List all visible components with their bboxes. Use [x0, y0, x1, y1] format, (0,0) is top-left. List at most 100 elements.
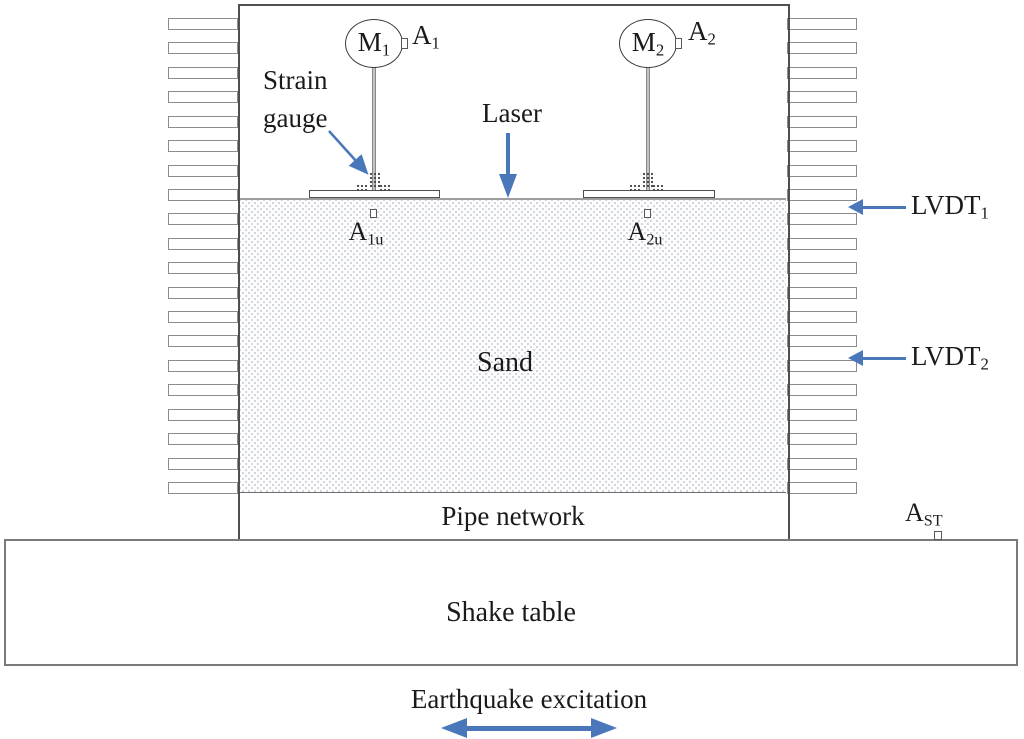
a1-label-sub: 1 — [431, 33, 440, 53]
laminar-box-slat — [168, 42, 238, 55]
laminar-box-slat — [787, 335, 857, 348]
m1-strain-gauge-marks — [379, 184, 392, 191]
laminar-box-slat — [787, 115, 857, 128]
lvdt2-label-sub: 2 — [980, 354, 989, 374]
lvdt2-label: LVDT2 — [911, 341, 989, 374]
m1-rod — [372, 66, 376, 190]
laminar-box-slat — [168, 286, 238, 299]
laser-arrow-icon — [499, 133, 517, 198]
a1-label-base: A — [412, 20, 432, 50]
laminar-box-slat — [787, 91, 857, 104]
ast-accelerometer — [934, 531, 942, 540]
m2-strain-gauge-marks — [642, 172, 653, 189]
a1-label: A1 — [412, 20, 440, 53]
m2-strain-gauge-marks — [652, 184, 665, 191]
lvdt2-arrow-icon — [848, 350, 906, 366]
laminar-box-slat — [168, 213, 238, 226]
m1-strain-gauge-marks — [369, 172, 380, 189]
laminar-box-slat — [168, 140, 238, 153]
laminar-box-slat — [168, 311, 238, 324]
a2u-label-base: A — [627, 217, 647, 246]
m1-base-plate — [309, 190, 440, 198]
sand-body — [240, 198, 786, 493]
laminar-box-slat — [787, 140, 857, 153]
shake-table — [4, 539, 1018, 666]
laminar-box-slat — [168, 262, 238, 275]
laminar-box-slat — [787, 262, 857, 275]
m1-label-base: M — [357, 26, 382, 57]
a1u-label: A1u — [338, 217, 394, 249]
lvdt1-arrow-head — [848, 199, 863, 215]
lvdt1-label: LVDT1 — [911, 190, 989, 223]
a2-label: A2 — [688, 16, 716, 49]
earthquake-excitation-label: Earthquake excitation — [410, 684, 648, 714]
laminar-box-slat — [168, 457, 238, 470]
strain-gauge-label-line2: gauge — [263, 102, 328, 133]
laminar-box-slat — [168, 66, 238, 79]
m2-mass: M2 — [619, 19, 677, 68]
m1-label-sub: 1 — [381, 40, 391, 60]
m1-strain-gauge-marks — [356, 184, 368, 191]
laminar-box-walls — [238, 4, 790, 542]
m1-mass: M1 — [345, 19, 403, 68]
a2-label-sub: 2 — [707, 29, 716, 49]
m1-label: M1 — [358, 27, 390, 61]
laminar-box-slat — [787, 481, 857, 494]
a2u-label-sub: 2u — [646, 231, 663, 249]
sand-label: Sand — [477, 347, 533, 378]
laminar-box-slat — [168, 335, 238, 348]
double-arrow-shaft — [463, 725, 595, 731]
laminar-box-slat — [168, 164, 238, 177]
laminar-box-slat — [787, 18, 857, 30]
shake-table-label: Shake table — [446, 597, 576, 628]
lvdt2-arrow-head — [848, 350, 863, 366]
laminar-box-slat — [168, 481, 238, 494]
laminar-box-slat — [787, 457, 857, 470]
m2-label-base: M — [631, 26, 656, 57]
laminar-slats-right — [787, 18, 857, 508]
laminar-box-slat — [168, 18, 238, 30]
laminar-box-slat — [787, 359, 857, 372]
a2u-accelerometer — [644, 209, 651, 218]
laser-arrow-head — [499, 174, 517, 198]
a1-accelerometer — [401, 38, 408, 49]
lvdt1-label-base: LVDT — [911, 190, 981, 220]
laminar-box-slat — [168, 91, 238, 104]
laminar-box-slat — [787, 286, 857, 299]
lvdt1-label-sub: 1 — [980, 203, 989, 223]
laminar-box-slat — [168, 115, 238, 128]
laminar-box-slat — [787, 213, 857, 226]
laminar-box-slat — [787, 188, 857, 201]
laminar-box-slat — [168, 433, 238, 446]
double-arrow-right-head — [591, 718, 617, 738]
strain-gauge-label-line1: Strain — [263, 65, 328, 95]
laminar-box-slat — [787, 311, 857, 324]
laser-arrow-shaft — [506, 133, 510, 174]
lvdt1-arrow-icon — [848, 199, 906, 215]
m2-label-sub: 2 — [655, 40, 665, 60]
a1u-label-sub: 1u — [367, 231, 384, 249]
laminar-box-slat — [787, 66, 857, 79]
a2-accelerometer — [675, 38, 682, 49]
laminar-box-slat — [787, 42, 857, 55]
strain-gauge-label: Strain gauge — [263, 65, 328, 133]
a1u-accelerometer — [370, 209, 377, 218]
m2-label: M2 — [632, 27, 664, 61]
laminar-box-slat — [787, 408, 857, 421]
laminar-box-slat — [787, 384, 857, 397]
laminar-box-slat — [168, 408, 238, 421]
a2u-label: A2u — [617, 217, 673, 249]
earthquake-double-arrow-icon — [441, 718, 617, 738]
laminar-box-slat — [168, 188, 238, 201]
m2-strain-gauge-marks — [629, 184, 641, 191]
a2-label-base: A — [688, 16, 708, 46]
laser-label: Laser — [482, 98, 542, 128]
pipe-network-label: Pipe network — [441, 501, 585, 531]
lvdt1-arrow-shaft — [861, 205, 906, 209]
laminar-box-slat — [787, 237, 857, 250]
laminar-slats-left — [168, 18, 238, 508]
a1u-label-base: A — [348, 217, 368, 246]
lvdt2-label-base: LVDT — [911, 341, 981, 371]
laminar-box-slat — [168, 359, 238, 372]
